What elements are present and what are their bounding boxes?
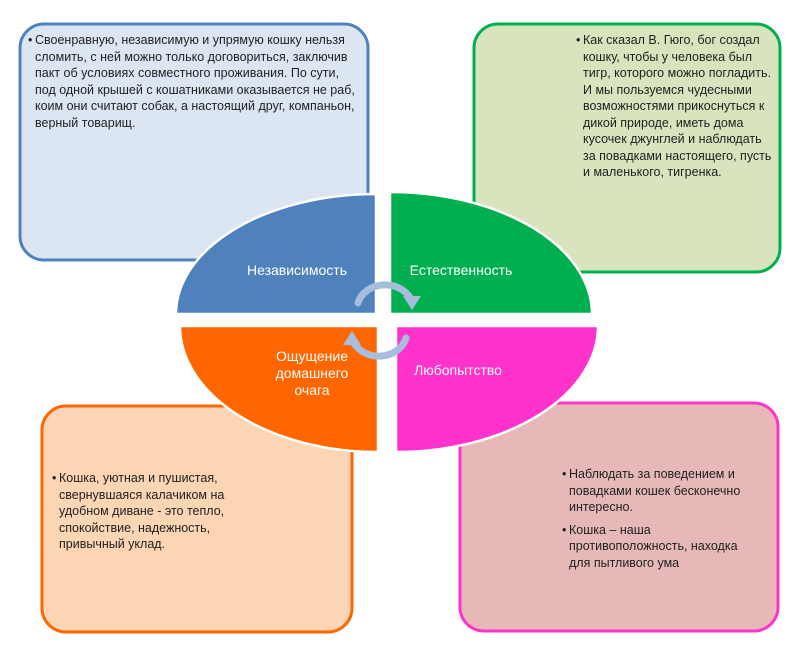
card-bottom-left-text: Кошка, уютная и пушистая, свернувшаяся к… — [52, 470, 248, 559]
cycle-arrow-top-head — [403, 296, 421, 310]
card-bullet: Своенравную, независимую и упрямую кошку… — [28, 32, 358, 131]
card-top-left-text: Своенравную, независимую и упрямую кошку… — [28, 32, 358, 137]
quadrant-independence — [174, 192, 378, 316]
label-home-comfort: Ощущение домашнего очага — [275, 348, 349, 398]
card-bottom-left-list: Кошка, уютная и пушистая, свернувшаяся к… — [52, 470, 248, 553]
card-top-right-list: Как сказал В. Гюго, бог создал кошку, чт… — [576, 32, 774, 181]
cycle-arrow-bottom — [348, 334, 410, 360]
cycle-arrows-icon — [343, 281, 421, 360]
cycle-arrow-top — [354, 281, 416, 307]
card-bullet: Наблюдать за поведением и повадками коше… — [562, 466, 762, 516]
card-bottom-right — [458, 401, 780, 633]
card-bullet: Как сказал В. Гюго, бог создал кошку, чт… — [576, 32, 774, 181]
cycle-arrow-bottom-head — [343, 331, 361, 345]
quadrant-curiosity — [394, 324, 600, 454]
quadrant-naturalness — [388, 190, 594, 316]
card-bullet: Кошка – наша противоположность, находка … — [562, 522, 762, 572]
label-independence: Независимость — [247, 262, 347, 278]
label-naturalness: Естественность — [409, 262, 513, 278]
card-bottom-right-text: Наблюдать за поведением и повадками коше… — [562, 466, 762, 577]
card-top-right-text: Как сказал В. Гюго, бог создал кошку, чт… — [576, 32, 774, 187]
label-curiosity: Любопытство — [414, 362, 502, 378]
card-top-left-list: Своенравную, независимую и упрямую кошку… — [28, 32, 358, 131]
quadrant-home-comfort — [178, 324, 380, 454]
card-bottom-right-list: Наблюдать за поведением и повадками коше… — [562, 466, 762, 571]
card-bullet: Кошка, уютная и пушистая, свернувшаяся к… — [52, 470, 248, 553]
